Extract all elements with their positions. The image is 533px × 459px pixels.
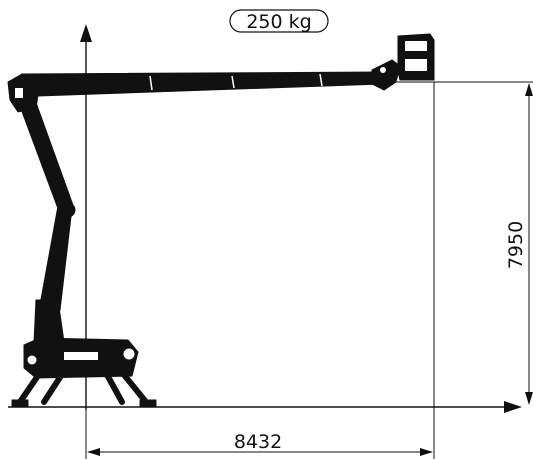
chassis-window (64, 352, 98, 360)
foot-left (11, 399, 29, 407)
horizontal-axis-arrow (504, 401, 522, 413)
basket-rail-upper (403, 39, 429, 53)
reach-label: 8432 (234, 431, 282, 453)
jib-pivot (380, 67, 386, 73)
height-dimension-arrow-bottom (525, 392, 533, 405)
upper-boom-seam-2 (231, 75, 235, 89)
reach-dimension: 8432 (87, 431, 433, 456)
height-dimension-arrow-top (525, 83, 533, 96)
front-wheel (120, 345, 138, 363)
height-label: 7950 (505, 221, 527, 269)
upper-boom-seam-3 (319, 73, 323, 87)
vertical-axis-arrow (80, 24, 92, 42)
foot-right (139, 399, 157, 407)
lower-boom (39, 205, 73, 311)
load-label: 250 kg (246, 11, 311, 33)
height-dimension: 7950 (505, 83, 533, 405)
jib-arm (371, 59, 401, 91)
knuckle-window (15, 88, 23, 98)
upper-boom (21, 71, 383, 97)
upper-boom-seam-1 (149, 75, 153, 91)
reach-dimension-arrow-left (87, 448, 100, 456)
aerial-platform-silhouette (7, 33, 435, 407)
basket-rail-lower (403, 57, 429, 73)
load-badge-outline (229, 9, 329, 33)
reach-dimension-arrow-right (420, 448, 433, 456)
load-capacity-badge: 250 kg (229, 9, 329, 33)
rear-wheel (24, 352, 40, 368)
